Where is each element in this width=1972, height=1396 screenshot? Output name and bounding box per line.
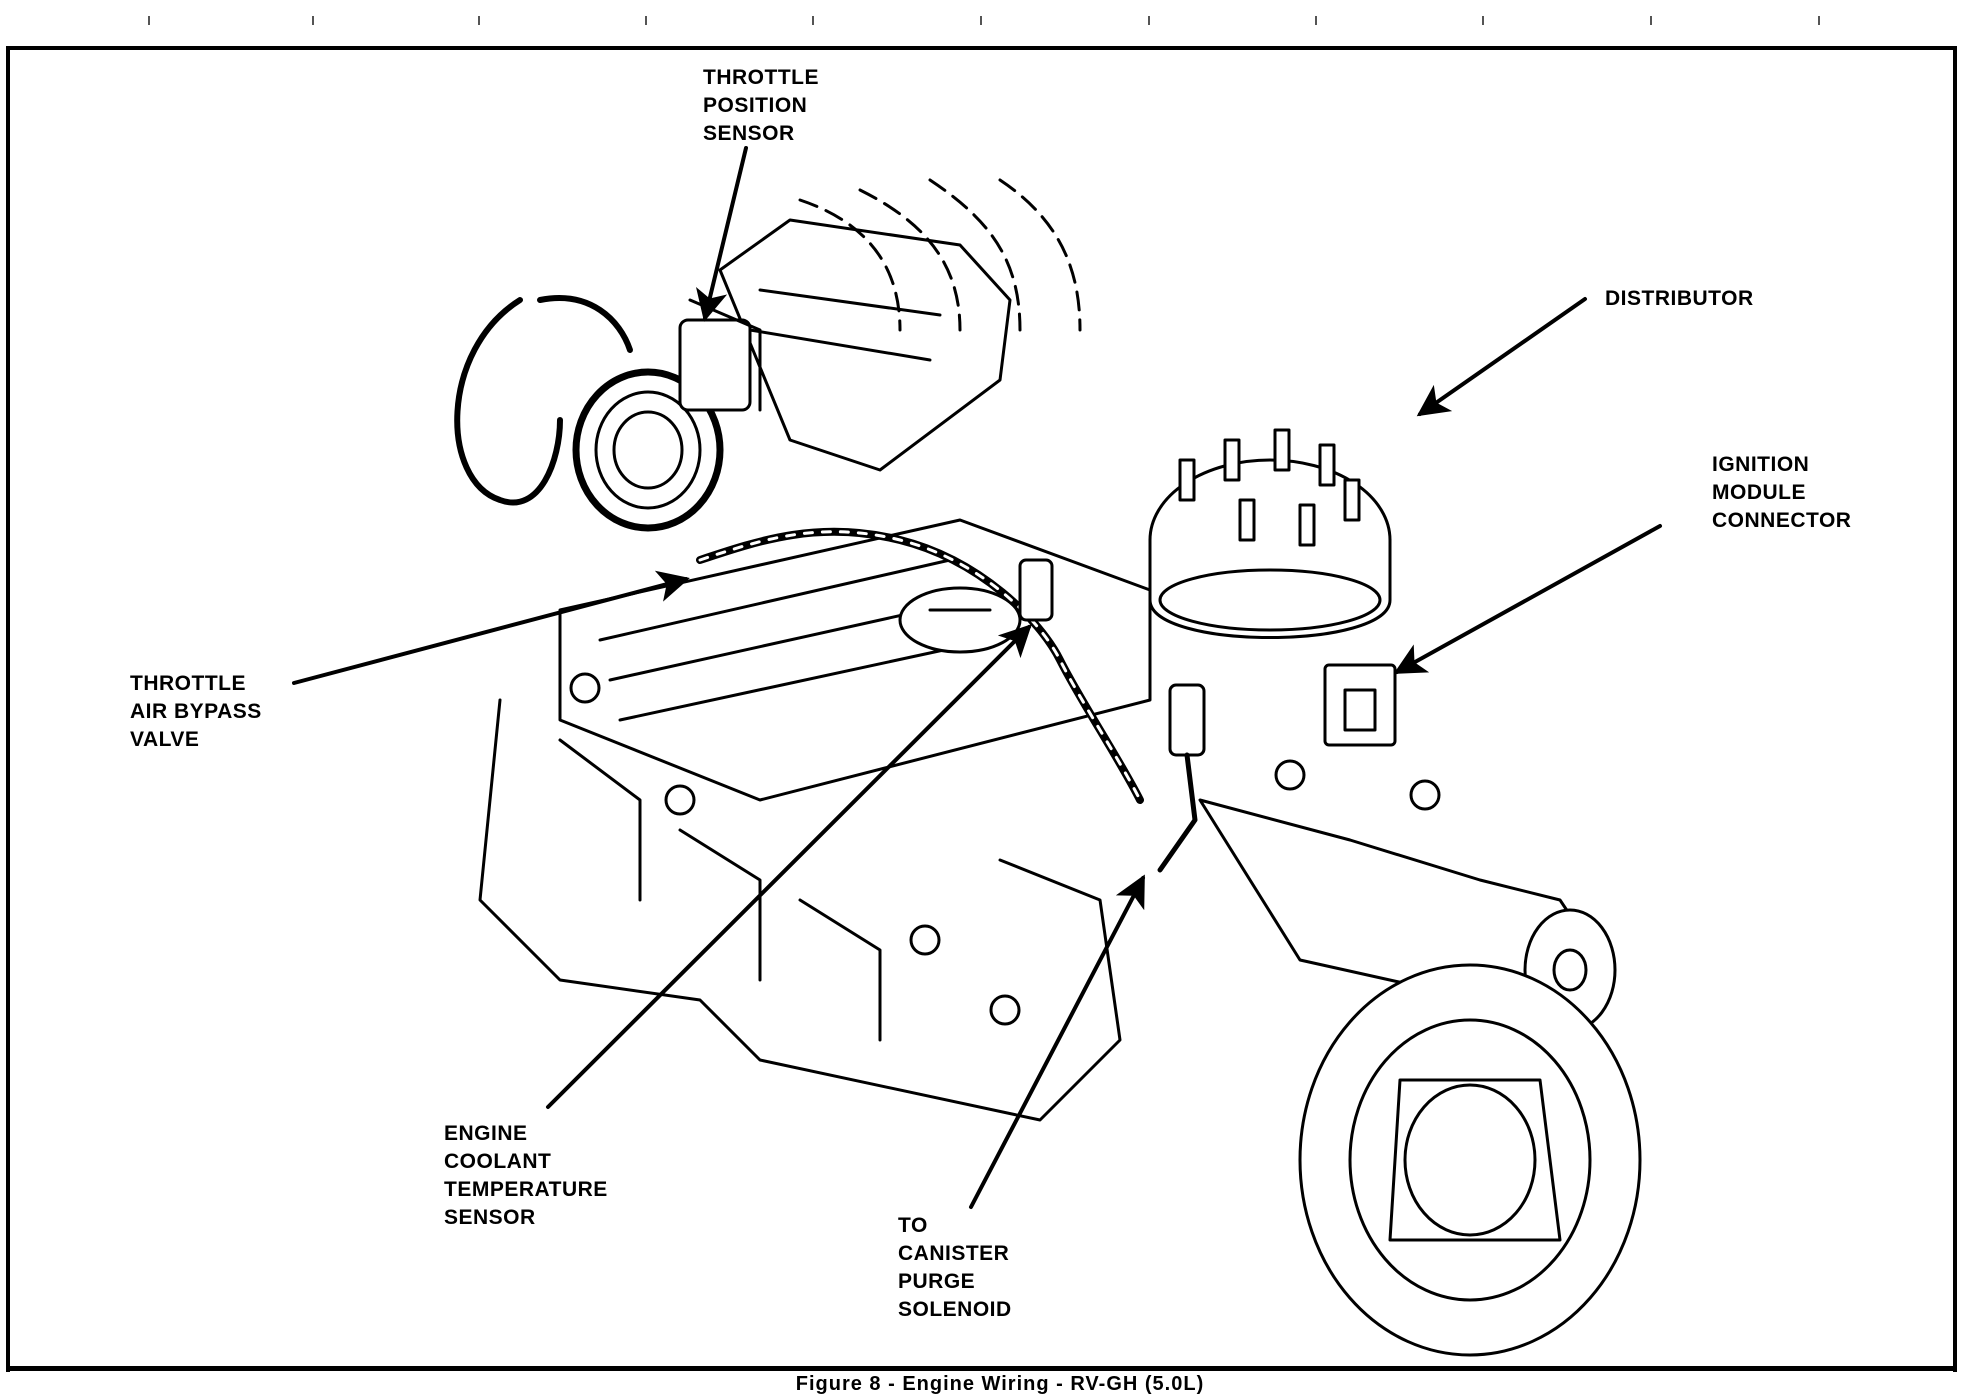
register-tick bbox=[148, 16, 150, 25]
figure-caption: Figure 8 - Engine Wiring - RV-GH (5.0L) bbox=[795, 1373, 1205, 1395]
register-tick bbox=[1148, 16, 1150, 25]
register-tick bbox=[1482, 16, 1484, 25]
label-throttle-position-sensor: THROTTLE POSITION SENSOR bbox=[703, 66, 819, 145]
label-engine-coolant-temperature-sensor: ENGINE COOLANT TEMPERATURE SENSOR bbox=[444, 1122, 608, 1229]
leader-throttle-position-sensor bbox=[696, 146, 748, 322]
engine-illustration bbox=[454, 178, 1642, 1357]
figure-bottom-rule bbox=[6, 1366, 1957, 1371]
register-tick bbox=[1818, 16, 1820, 25]
register-tick bbox=[980, 16, 982, 25]
register-tick bbox=[1650, 16, 1652, 25]
figure-frame bbox=[6, 46, 1957, 1372]
register-tick bbox=[812, 16, 814, 25]
label-ignition-module-connector: IGNITION MODULE CONNECTOR bbox=[1712, 453, 1852, 532]
register-tick bbox=[645, 16, 647, 25]
leader-ignition-module-connector bbox=[1393, 524, 1662, 674]
leader-distributor bbox=[1416, 297, 1587, 417]
register-tick bbox=[478, 16, 480, 25]
leader-throttle-air-bypass-valve bbox=[292, 570, 690, 685]
register-tick bbox=[312, 16, 314, 25]
label-canister-purge-solenoid: TO CANISTER PURGE SOLENOID bbox=[898, 1214, 1012, 1321]
leader-engine-coolant-temperature-sensor bbox=[546, 624, 1032, 1109]
label-throttle-air-bypass-valve: THROTTLE AIR BYPASS VALVE bbox=[130, 672, 262, 751]
leader-canister-purge-solenoid bbox=[969, 874, 1145, 1209]
register-tick bbox=[1315, 16, 1317, 25]
label-distributor: DISTRIBUTOR bbox=[1605, 287, 1754, 310]
